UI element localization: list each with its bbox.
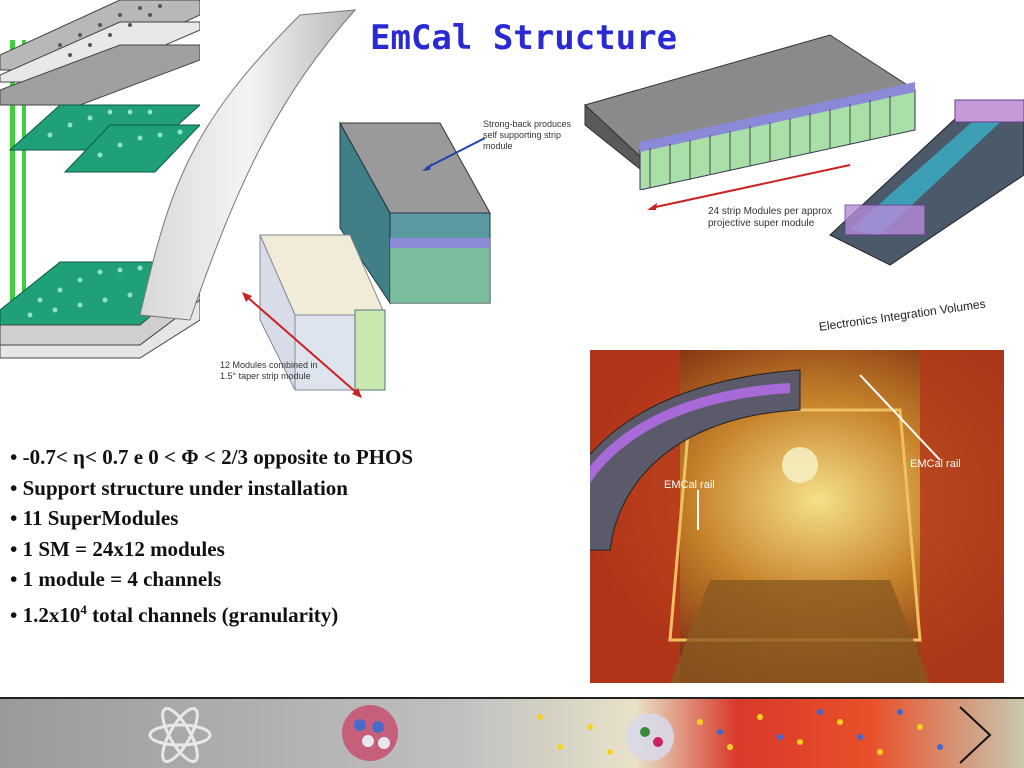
nucleus-icon — [342, 705, 398, 761]
bullet-item: • -0.7< η< 0.7 e 0 < Φ < 2/3 opposite to… — [10, 445, 414, 469]
module-band — [390, 238, 490, 248]
support-rod — [22, 40, 26, 340]
strip-module-strongback — [339, 121, 491, 305]
pointer-arrow — [422, 137, 486, 171]
page-title: EmCal Structure — [370, 18, 678, 58]
bullet-suffix: total channels (granularity) — [86, 602, 339, 627]
base-plate — [0, 274, 200, 346]
base-plate — [0, 299, 200, 359]
strip-modules-caption: 24 strip Modules per approx projective s… — [708, 206, 832, 229]
emcal-rail-label-left: EMCal rail — [664, 479, 715, 491]
emcal-rail-label-right: EMCal rail — [910, 458, 961, 470]
bullet-prefix: • 1.2x10 — [10, 602, 81, 627]
electronics-volume — [954, 99, 1024, 123]
super-module-arrow — [647, 164, 851, 210]
bullet-item: • 1 SM = 24x12 modules — [10, 536, 225, 561]
super-module-band — [640, 82, 915, 152]
footer-banner — [0, 697, 1024, 768]
grid-plate — [0, 44, 200, 106]
support-rod — [10, 40, 15, 340]
bullet-superscript: 4 — [80, 601, 87, 617]
bullet-item: • 11 SuperModules — [10, 506, 179, 530]
module-end — [354, 309, 386, 391]
module-bottom — [390, 248, 490, 303]
length-arrow — [242, 292, 362, 398]
zoom-swoosh — [139, 9, 357, 321]
atom-icon — [148, 707, 212, 763]
installation-photo — [590, 350, 1004, 683]
bullet-list: • -0.7< η< 0.7 e 0 < Φ < 2/3 opposite to… — [10, 442, 413, 630]
strongback-caption: Strong-back produces self supporting str… — [483, 119, 572, 151]
super-module-illustration — [584, 34, 917, 190]
bullet-item: • 1 module = 4 channels — [10, 567, 222, 591]
green-tile — [63, 124, 200, 173]
taper-strip-module — [259, 234, 386, 391]
electronics-caption: Electronics Integration Volumes — [818, 296, 987, 334]
quark-bubble-icon — [626, 713, 674, 761]
electronics-module-illustration — [829, 99, 1024, 266]
bullet-item: • Support structure under installation — [10, 475, 348, 500]
arrow-right-icon — [959, 706, 992, 764]
twelve-modules-caption: 12 Modules combined in 1.5° taper strip … — [220, 360, 318, 381]
bullet-item: • 1.2x104 total channels (granularity) — [10, 595, 413, 631]
electronics-volume — [844, 204, 926, 236]
